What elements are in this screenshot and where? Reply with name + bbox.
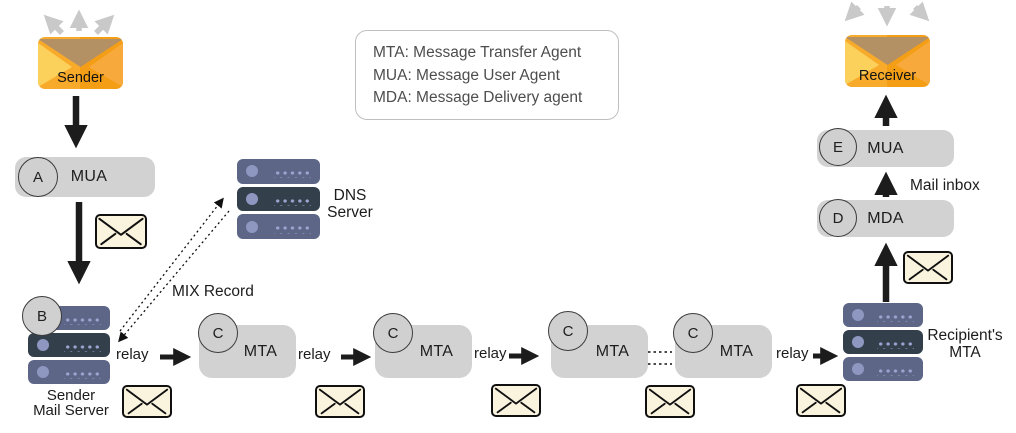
server-dots [64, 338, 101, 352]
server-dots [877, 335, 914, 349]
relay-label-4: relay [776, 345, 809, 362]
server-led [246, 220, 258, 233]
node-mda-label: MDA [867, 209, 904, 227]
server-row [843, 330, 923, 354]
relay-label-3: relay [474, 345, 507, 362]
sender-mail-server-label: Sender Mail Server [33, 387, 109, 419]
server-row [843, 357, 923, 381]
badge-a: A [18, 157, 58, 197]
message-envelope-icon [796, 384, 846, 417]
receiver-envelope-icon: Receiver [845, 35, 930, 87]
legend-box: MTA: Message Transfer Agent MUA: Message… [355, 30, 619, 120]
receiver-in-arrow-left [844, 1, 865, 22]
server-dots [64, 311, 101, 325]
mix-record-label: MIX Record [172, 283, 254, 300]
server-dots [877, 362, 914, 376]
message-envelope-icon [903, 251, 953, 284]
legend-line-mua: MUA: Message User Agent [373, 66, 560, 84]
message-envelope-icon [315, 385, 365, 418]
mail-inbox-label: Mail inbox [910, 177, 980, 194]
receiver-in-arrow-right [909, 1, 930, 22]
dns-server-label: DNS Server [327, 187, 373, 221]
server-led [852, 309, 864, 321]
recipient-mta-server-icon [843, 303, 923, 381]
server-row [237, 159, 320, 184]
badge-c-3: C [548, 311, 588, 351]
sender-out-arrow-right [94, 14, 115, 35]
message-envelope-icon [95, 214, 147, 249]
message-envelope-icon [122, 385, 172, 418]
server-dots [274, 219, 311, 234]
server-led [37, 366, 49, 378]
server-led [246, 165, 258, 178]
badge-c-2: C [373, 313, 413, 353]
server-row [28, 333, 110, 357]
server-row [237, 214, 320, 240]
message-envelope-icon [645, 385, 695, 418]
node-mta-2-label: MTA [419, 342, 454, 360]
node-mua-a-label: MUA [70, 168, 108, 185]
recipient-mta-label: Recipient's MTA [927, 327, 1003, 361]
message-envelope-icon [491, 384, 541, 417]
dns-server-icon [237, 159, 320, 240]
server-led [852, 363, 864, 375]
server-led [246, 193, 258, 205]
server-led [852, 336, 864, 348]
server-row [28, 360, 110, 384]
receiver-label: Receiver [858, 68, 917, 84]
sender-label: Sender [57, 70, 104, 86]
node-mua-e-label: MUA [867, 139, 904, 157]
server-dots [64, 365, 101, 379]
relay-label-1: relay [116, 346, 149, 363]
legend-line-mta: MTA: Message Transfer Agent [373, 44, 582, 61]
legend-line-mda: MDA: Message Delivery agent [373, 89, 583, 106]
node-mta-1-label: MTA [243, 342, 278, 360]
badge-e: E [819, 128, 857, 166]
node-mta-4-label: MTA [719, 342, 754, 360]
badge-c-1: C [198, 313, 238, 353]
server-row [237, 186, 320, 212]
node-mta-3-label: MTA [595, 342, 630, 360]
sender-out-arrow-left [43, 14, 64, 35]
sender-envelope-icon: Sender [38, 37, 123, 89]
server-dots [877, 308, 914, 322]
badge-b: B [22, 296, 62, 336]
server-row [843, 303, 923, 327]
server-dots [274, 192, 311, 206]
badge-d: D [819, 199, 857, 237]
server-dots [274, 164, 311, 179]
server-led [37, 339, 49, 351]
relay-label-2: relay [298, 346, 331, 363]
badge-c-4: C [673, 313, 713, 353]
